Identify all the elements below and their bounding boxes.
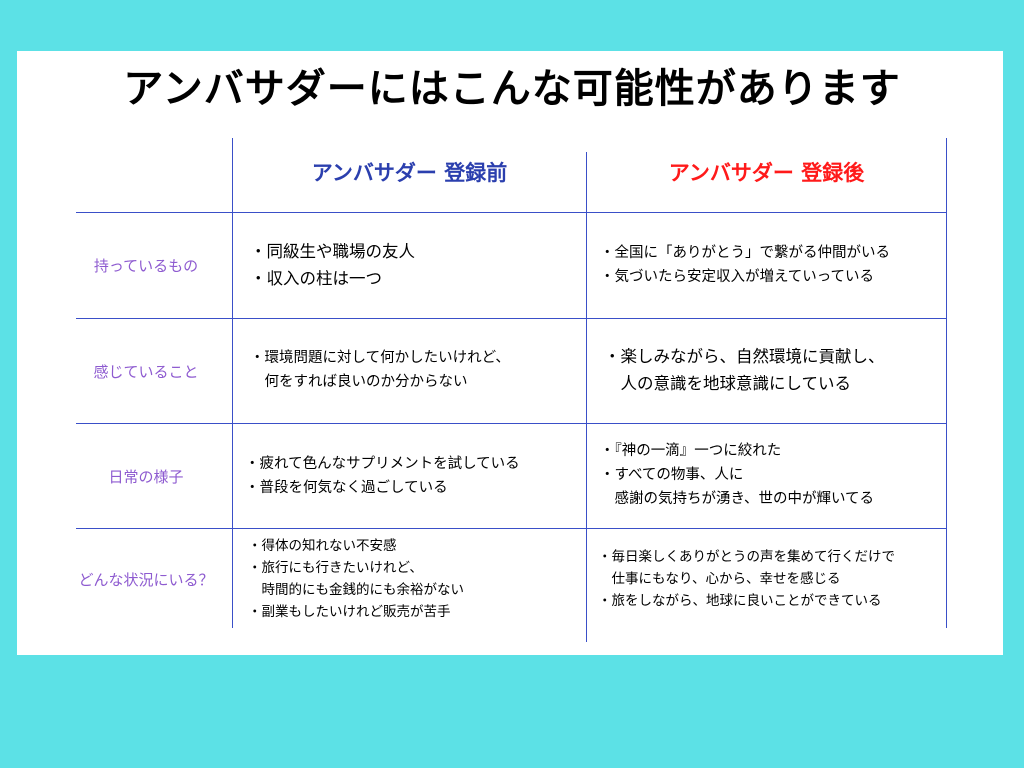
row-label-situation: どんな状況にいる？ bbox=[78, 570, 214, 589]
cell-situation-before: ・得体の知れない不安感 ・旅行にも行きたいけれど、 時間的にも金銭的にも余裕がな… bbox=[248, 535, 464, 623]
cell-feelings-before: ・環境問題に対して何かしたいけれど、 何をすれば良いのか分からない bbox=[250, 346, 510, 394]
cell-line: 人の意識を地球意識にしている bbox=[604, 374, 852, 393]
cell-line: ・毎日楽しくありがとうの声を集めて行くだけで bbox=[598, 549, 895, 565]
cell-feelings-after: ・楽しみながら、自然環境に貢献し、 人の意識を地球意識にしている bbox=[604, 343, 885, 397]
cell-line: ・『神の一滴』一つに絞れた bbox=[600, 443, 782, 459]
row-label-possessions: 持っているもの bbox=[93, 257, 199, 275]
cell-line: ・環境問題に対して何かしたいけれど、 bbox=[250, 350, 510, 366]
column-header-before: アンバサダー 登録前 bbox=[311, 161, 508, 185]
cell-daily-after: ・『神の一滴』一つに絞れた ・すべての物事、人に 感謝の気持ちが湧き、世の中が輝… bbox=[600, 439, 874, 511]
grid-hline-3 bbox=[76, 423, 947, 424]
cell-line: 感謝の気持ちが湧き、世の中が輝いてる bbox=[600, 491, 875, 507]
cell-line: 時間的にも金銭的にも余裕がない bbox=[248, 582, 464, 598]
column-header-after: アンバサダー 登録後 bbox=[668, 161, 865, 185]
cell-possessions-after: ・全国に「ありがとう」で繋がる仲間がいる ・気づいたら安定収入が増えていっている bbox=[600, 241, 890, 289]
cell-line: ・普段を何気なく過ごしている bbox=[245, 480, 448, 496]
cell-line: ・同級生や職場の友人 bbox=[250, 242, 415, 261]
cell-situation-after: ・毎日楽しくありがとうの声を集めて行くだけで 仕事にもなり、心から、幸せを感じる… bbox=[598, 546, 895, 612]
cell-possessions-before: ・同級生や職場の友人 ・収入の柱は一つ bbox=[250, 238, 415, 292]
page-title: アンバサダーにはこんな可能性があります bbox=[123, 66, 901, 112]
grid-hline-4 bbox=[76, 528, 947, 529]
cell-daily-before: ・疲れて色んなサプリメントを試している ・普段を何気なく過ごしている bbox=[245, 452, 520, 500]
cell-line: ・収入の柱は一つ bbox=[250, 269, 382, 288]
cell-line: ・副業もしたいけれど販売が苦手 bbox=[248, 604, 451, 620]
cell-line: 何をすれば良いのか分からない bbox=[250, 374, 468, 390]
cell-line: 仕事にもなり、心から、幸せを感じる bbox=[598, 571, 841, 587]
cell-line: ・得体の知れない不安感 bbox=[248, 538, 397, 554]
cell-line: ・旅行にも行きたいけれど、 bbox=[248, 560, 423, 576]
content-card bbox=[17, 51, 1003, 655]
grid-hline-2 bbox=[76, 318, 947, 319]
cell-line: ・旅をしながら、地球に良いことができている bbox=[598, 593, 882, 609]
cell-line: ・すべての物事、人に bbox=[600, 467, 744, 483]
cell-line: ・楽しみながら、自然環境に貢献し、 bbox=[604, 347, 885, 366]
grid-vline-2 bbox=[586, 152, 587, 642]
row-label-daily-life: 日常の様子 bbox=[108, 467, 184, 486]
cell-line: ・疲れて色んなサプリメントを試している bbox=[245, 456, 520, 472]
row-label-feelings: 感じていること bbox=[93, 362, 199, 381]
grid-vline-3 bbox=[946, 138, 947, 628]
cell-line: ・気づいたら安定収入が増えていっている bbox=[600, 269, 875, 285]
grid-hline-1 bbox=[76, 212, 947, 213]
cell-line: ・全国に「ありがとう」で繋がる仲間がいる bbox=[600, 245, 890, 261]
grid-vline-1 bbox=[232, 138, 233, 628]
